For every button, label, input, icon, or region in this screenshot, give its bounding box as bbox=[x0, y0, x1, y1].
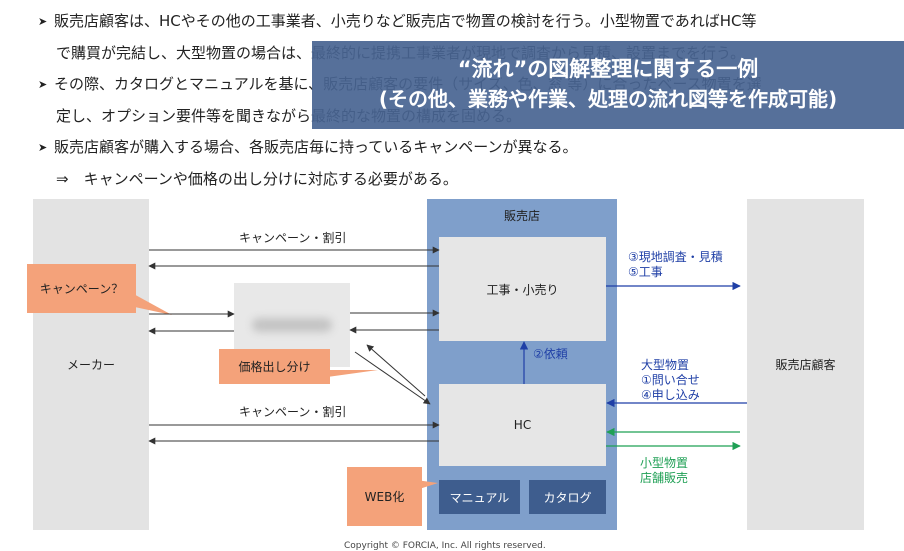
blurred-text-image bbox=[252, 318, 332, 332]
web-callout: WEB化 bbox=[347, 467, 422, 526]
koji-label: 工事・小売り bbox=[486, 282, 559, 297]
bullet-marker-icon: ➤ bbox=[38, 141, 48, 154]
campaign-discount-label-top: キャンペーン・割引 bbox=[239, 231, 347, 245]
hc-to-web-arrow bbox=[366, 344, 426, 397]
campaign-callout-pointer bbox=[130, 292, 172, 315]
application-label: ④申し込み bbox=[641, 388, 700, 402]
manual-box: マニュアル bbox=[439, 480, 520, 514]
shop-label: 販売店 bbox=[503, 209, 540, 223]
survey-label: ③現地調査・見積 bbox=[628, 250, 723, 264]
construction-label: ⑤工事 bbox=[628, 265, 663, 279]
maker-label: メーカー bbox=[66, 358, 115, 372]
small-shed-label: 小型物置 bbox=[640, 456, 689, 470]
campaign-callout-text: キャンペーン？ bbox=[39, 282, 124, 296]
bullet-marker-icon: ➤ bbox=[38, 15, 48, 28]
request-label: ②依頼 bbox=[533, 347, 568, 361]
store-sales-label: 店舗販売 bbox=[640, 471, 689, 485]
hc-label: HC bbox=[513, 418, 532, 432]
bullet-marker-icon: ➤ bbox=[38, 78, 48, 91]
bullet-text: ⇒ キャンペーンや価格の出し分けに対応する必要がある。 bbox=[56, 169, 458, 188]
bullet-line: ➤ 販売店顧客が購入する場合、各販売店毎に持っているキャンペーンが異なる。 bbox=[38, 132, 898, 164]
koji-box: 工事・小売り bbox=[439, 237, 606, 341]
bullet-text: 販売店顧客は、HCやその他の工事業者、小売りなど販売店で物置の検討を行う。小型物… bbox=[54, 12, 757, 30]
bullet-line: ➤ 販売店顧客は、HCやその他の工事業者、小売りなど販売店で物置の検討を行う。小型… bbox=[38, 6, 898, 38]
banner-subtitle: (その他、業務や作業、処理の流れ図等を作成可能) bbox=[378, 87, 838, 111]
campaign-discount-label-bottom: キャンペーン・割引 bbox=[239, 405, 347, 419]
customer-label: 販売店顧客 bbox=[775, 358, 836, 372]
price-callout-text: 価格出し分け bbox=[238, 360, 311, 374]
hc-box: HC bbox=[439, 384, 606, 466]
inquiry-label: ①問い合せ bbox=[641, 373, 700, 387]
catalog-label: カタログ bbox=[543, 490, 592, 505]
maker-box: メーカー bbox=[33, 199, 149, 530]
large-shed-label: 大型物置 bbox=[641, 358, 690, 372]
campaign-callout: キャンペーン？ bbox=[27, 264, 136, 313]
banner-title: “流れ”の図解整理に関する一例 bbox=[457, 57, 759, 81]
price-callout-pointer bbox=[320, 370, 378, 378]
catalog-box: カタログ bbox=[529, 480, 606, 514]
bullet-text: 販売店顧客が購入する場合、各販売店毎に持っているキャンペーンが異なる。 bbox=[54, 138, 578, 156]
web-callout-text: WEB化 bbox=[364, 490, 405, 504]
copyright-footer: Copyright © FORCIA, Inc. All rights rese… bbox=[344, 541, 546, 551]
manual-label: マニュアル bbox=[449, 490, 510, 505]
web-to-hc-arrow bbox=[354, 351, 431, 405]
customer-box: 販売店顧客 bbox=[747, 199, 864, 530]
price-callout: 価格出し分け bbox=[219, 349, 330, 384]
overlay-banner: “流れ”の図解整理に関する一例 (その他、業務や作業、処理の流れ図等を作成可能) bbox=[312, 41, 904, 129]
bullet-line: ⇒ キャンペーンや価格の出し分けに対応する必要がある。 bbox=[38, 164, 898, 196]
